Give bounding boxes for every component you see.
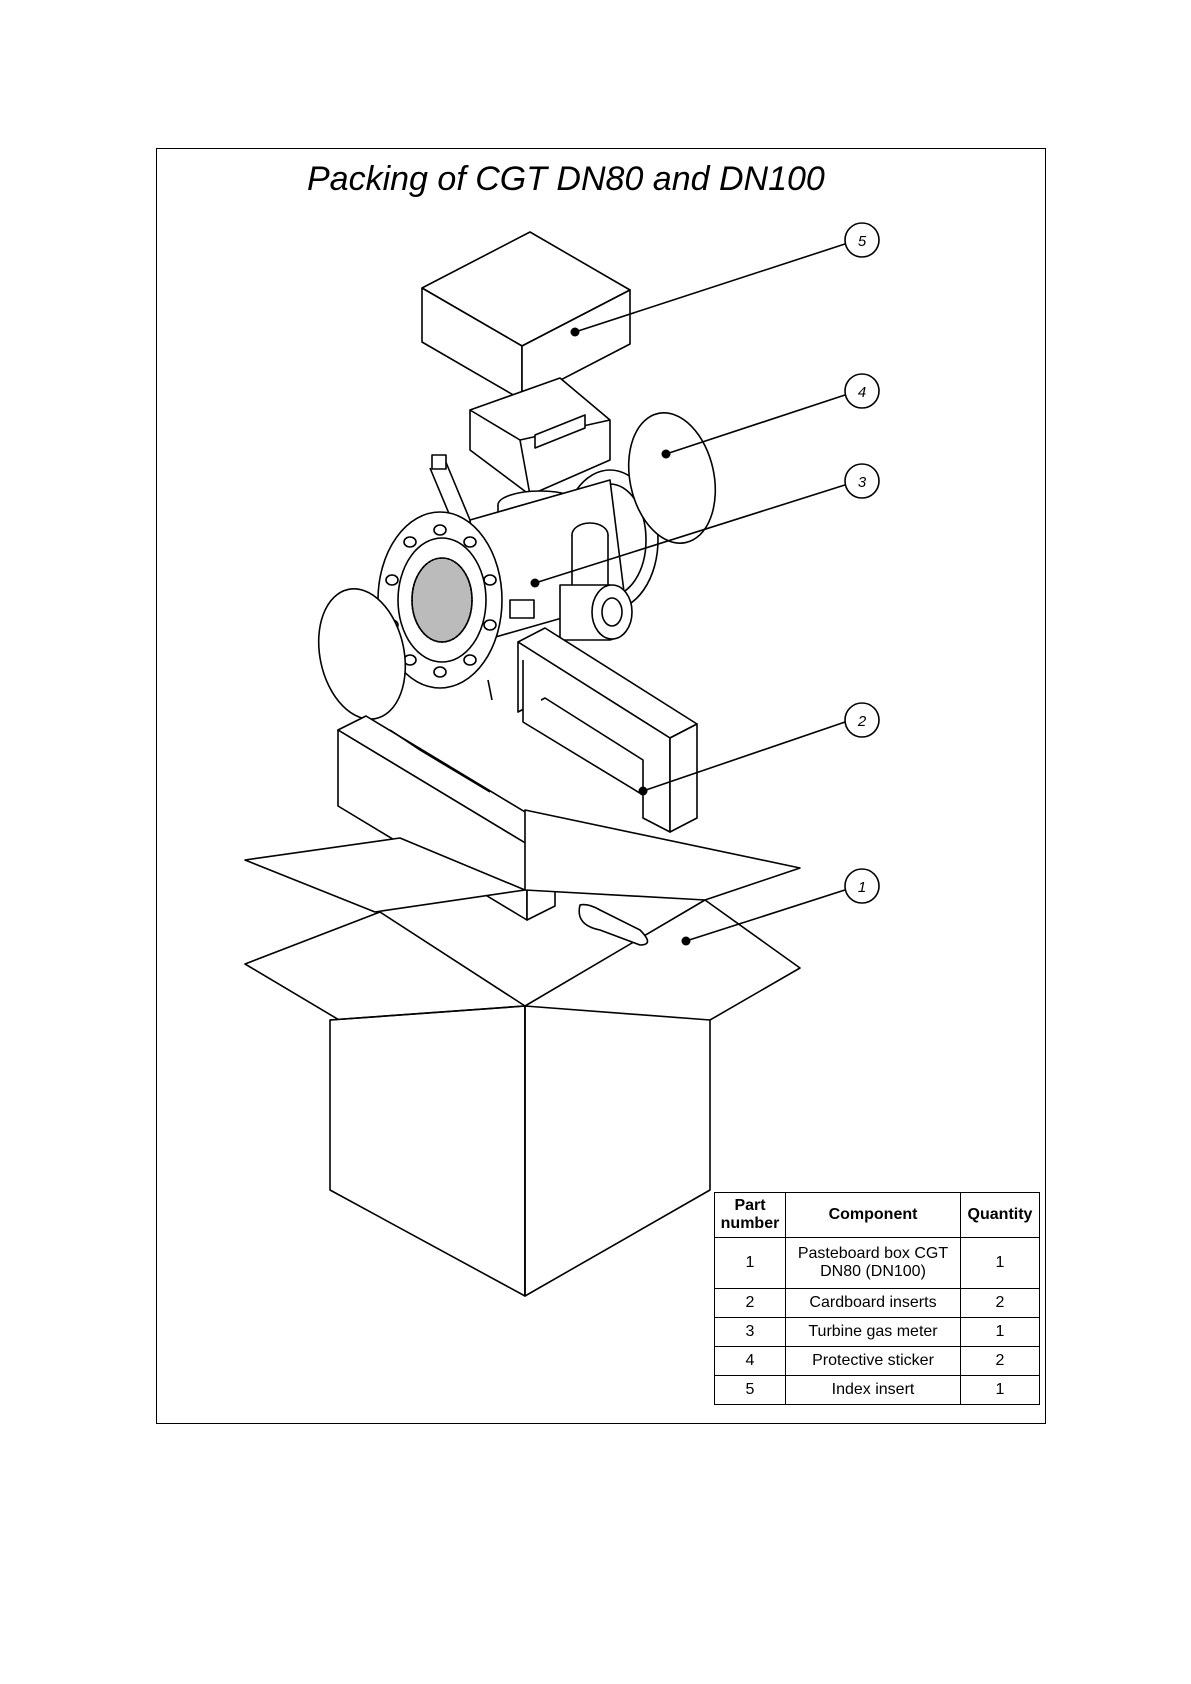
callout-5: 5 (845, 223, 879, 257)
table-row: 5 Index insert 1 (715, 1376, 1040, 1405)
callout-1-number: 1 (858, 879, 866, 896)
cell-part-number: 1 (715, 1238, 786, 1289)
cell-quantity: 2 (961, 1347, 1040, 1376)
callout-2: 2 (845, 703, 879, 737)
cell-quantity: 1 (961, 1238, 1040, 1289)
cell-part-number: 5 (715, 1376, 786, 1405)
parts-table-header: Part number Component Quantity (715, 1193, 1040, 1238)
table-row: 1 Pasteboard box CGT DN80 (DN100) 1 (715, 1238, 1040, 1289)
cell-component: Protective sticker (786, 1347, 961, 1376)
table-row: 2 Cardboard inserts 2 (715, 1289, 1040, 1318)
callout-2-number: 2 (857, 713, 867, 730)
table-row: 3 Turbine gas meter 1 (715, 1318, 1040, 1347)
index-insert-box (422, 232, 630, 400)
cell-part-number: 3 (715, 1318, 786, 1347)
header-quantity: Quantity (961, 1193, 1040, 1238)
cell-component: Cardboard inserts (786, 1289, 961, 1318)
cell-component: Pasteboard box CGT DN80 (DN100) (786, 1238, 961, 1289)
callout-4: 4 (845, 374, 879, 408)
cell-part-number: 2 (715, 1289, 786, 1318)
callout-3-number: 3 (858, 474, 867, 491)
callout-5-number: 5 (858, 233, 867, 250)
callout-1: 1 (845, 869, 879, 903)
cell-component: Turbine gas meter (786, 1318, 961, 1347)
cell-part-number: 4 (715, 1347, 786, 1376)
parts-table: Part number Component Quantity 1 Pastebo… (714, 1192, 1040, 1405)
cardboard-insert-rear (518, 628, 697, 832)
cell-quantity: 1 (961, 1318, 1040, 1347)
callout-4-number: 4 (858, 384, 866, 401)
callout-3: 3 (845, 464, 879, 498)
table-row: 4 Protective sticker 2 (715, 1347, 1040, 1376)
cell-quantity: 2 (961, 1289, 1040, 1318)
header-component: Component (786, 1193, 961, 1238)
cell-component: Index insert (786, 1376, 961, 1405)
header-part-number: Part number (715, 1193, 786, 1238)
cell-quantity: 1 (961, 1376, 1040, 1405)
